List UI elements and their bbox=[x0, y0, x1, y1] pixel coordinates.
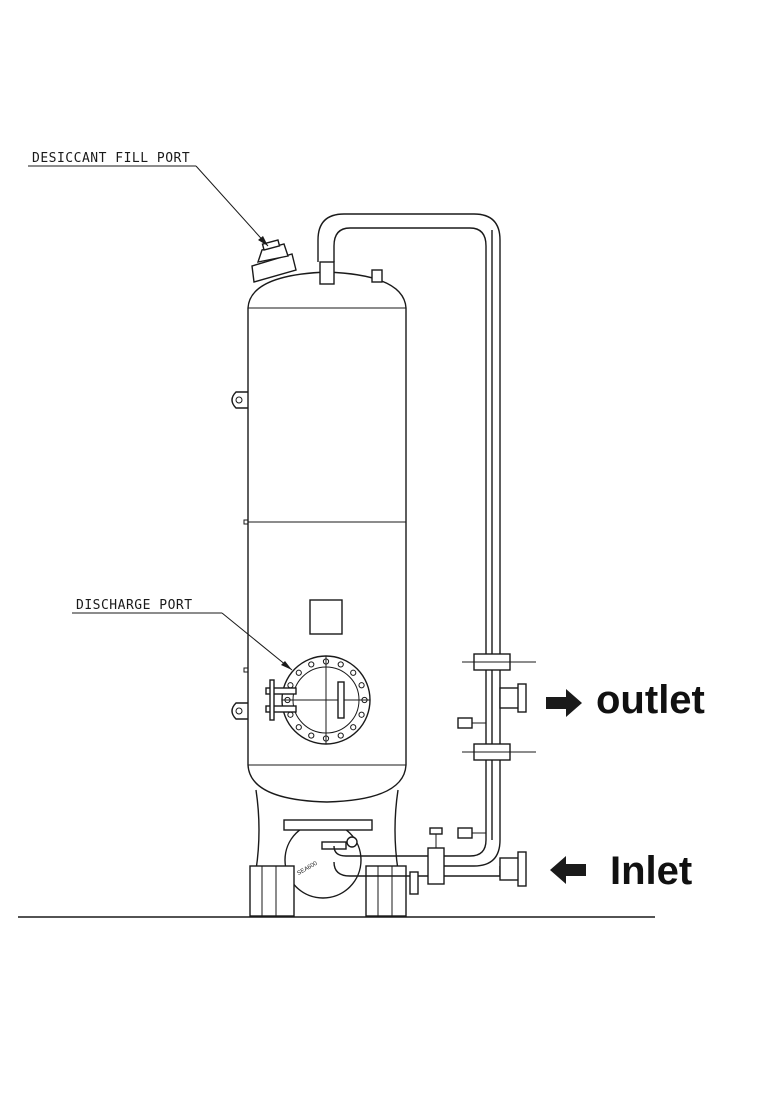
callout-discharge-port: DISCHARGE PORT bbox=[72, 598, 293, 671]
leg-left bbox=[249, 865, 295, 917]
bolt-hole bbox=[358, 682, 365, 689]
desiccant-fill-port bbox=[251, 239, 297, 283]
callout-desiccant-fill-port: DESICCANT FILL PORT bbox=[28, 151, 269, 247]
bolt-hole bbox=[350, 669, 357, 676]
skirt-support: SEA600 bbox=[249, 789, 407, 917]
top-nozzle bbox=[319, 261, 335, 285]
outlet-indicator: outlet bbox=[546, 678, 705, 722]
label-inlet: Inlet bbox=[610, 849, 692, 893]
label-desiccant-fill-port: DESICCANT FILL PORT bbox=[32, 151, 190, 166]
inlet-arrow-icon bbox=[550, 856, 586, 884]
valve-bottom bbox=[427, 847, 445, 885]
lug-lower bbox=[231, 702, 248, 720]
vessel bbox=[231, 261, 407, 803]
bolt-hole bbox=[308, 732, 315, 739]
label-outlet: outlet bbox=[596, 678, 705, 722]
label-discharge-port: DISCHARGE PORT bbox=[76, 598, 193, 613]
inlet-nozzle bbox=[499, 857, 521, 881]
bolt-hole bbox=[295, 724, 302, 731]
bolt-hole bbox=[337, 732, 344, 739]
bolt-hole bbox=[337, 661, 344, 668]
piping bbox=[317, 213, 536, 895]
outlet-nozzle bbox=[499, 687, 521, 709]
bolt-hole bbox=[358, 711, 365, 718]
inlet-indicator: Inlet bbox=[550, 849, 692, 893]
inspection-window bbox=[309, 599, 343, 635]
leg-right bbox=[365, 865, 407, 917]
outlet-arrow-icon bbox=[546, 689, 582, 717]
bolt-hole bbox=[350, 724, 357, 731]
bolt-hole bbox=[295, 669, 302, 676]
access-opening bbox=[284, 821, 362, 899]
discharge-port bbox=[265, 655, 371, 745]
lug-upper bbox=[231, 391, 248, 409]
bolt-hole bbox=[308, 661, 315, 668]
